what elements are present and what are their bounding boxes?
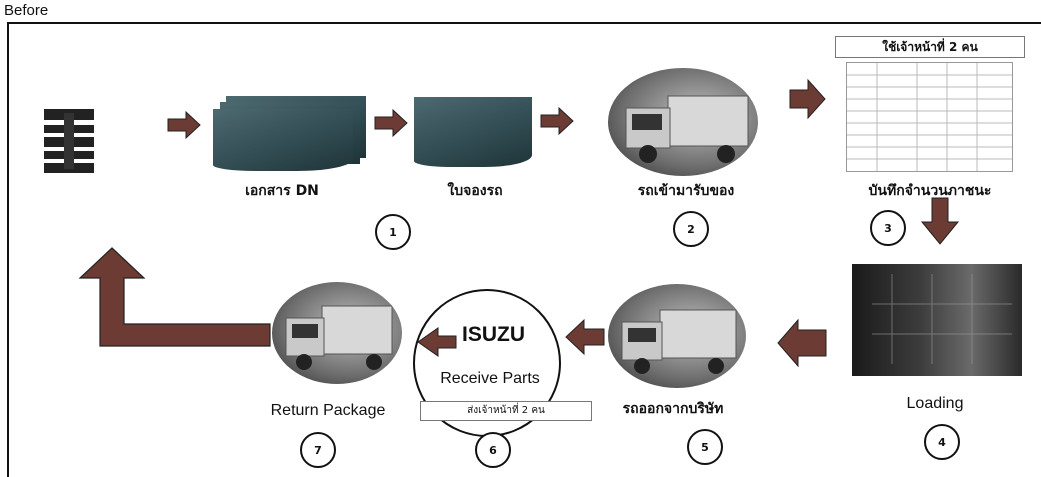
arrow-isuzu-inner: [418, 328, 456, 356]
staff-note-bottom: ส่งเจ้าหน้าที่ 2 คน: [420, 401, 592, 421]
step-booking-label: ใบจองรถ: [420, 180, 530, 202]
arrow-truck-out-to-isuzu: [566, 320, 604, 354]
arrow-dn-to-booking: [375, 110, 407, 136]
arrow-truck-to-record: [790, 80, 825, 118]
document-stack-icon: [213, 109, 353, 171]
step-dn-label: เอกสาร DN: [222, 180, 342, 202]
step-number-2: 2: [673, 211, 709, 247]
arrow-logo-to-dn: [168, 112, 200, 138]
step-number-6: 6: [475, 432, 511, 468]
isuzu-brand: ISUZU: [462, 323, 525, 347]
arrow-loading-to-truck-out: [778, 320, 826, 366]
step-record-label: บันทึกจำนวนภาชนะ: [830, 180, 1030, 202]
document-icon: [414, 97, 532, 167]
step-loading-label: Loading: [880, 395, 990, 413]
arrow-return-to-start: [80, 248, 270, 346]
step-number-5: 5: [687, 429, 723, 465]
truck-out-icon: [608, 284, 746, 388]
staff-note-top: ใช้เจ้าหน้าที่ 2 คน: [835, 36, 1025, 58]
company-logo-icon: [40, 103, 98, 178]
arrow-record-to-loading: [922, 198, 958, 244]
step-number-3: 3: [870, 210, 906, 246]
truck-icon: [608, 68, 758, 176]
step-truck-out-label: รถออกจากบริษัท: [598, 398, 748, 420]
arrow-booking-to-truck: [541, 108, 573, 134]
return-truck-icon: [272, 282, 402, 384]
warehouse-photo-icon: [852, 264, 1022, 376]
step-truck-in-label: รถเข้ามารับของ: [616, 180, 756, 202]
step-number-4: 4: [924, 424, 960, 460]
spreadsheet-icon: [846, 62, 1013, 172]
step-number-1: 1: [375, 214, 411, 250]
isuzu-receive-parts: Receive Parts: [420, 370, 560, 388]
step-return-label: Return Package: [248, 402, 408, 420]
step-number-7: 7: [300, 432, 336, 468]
